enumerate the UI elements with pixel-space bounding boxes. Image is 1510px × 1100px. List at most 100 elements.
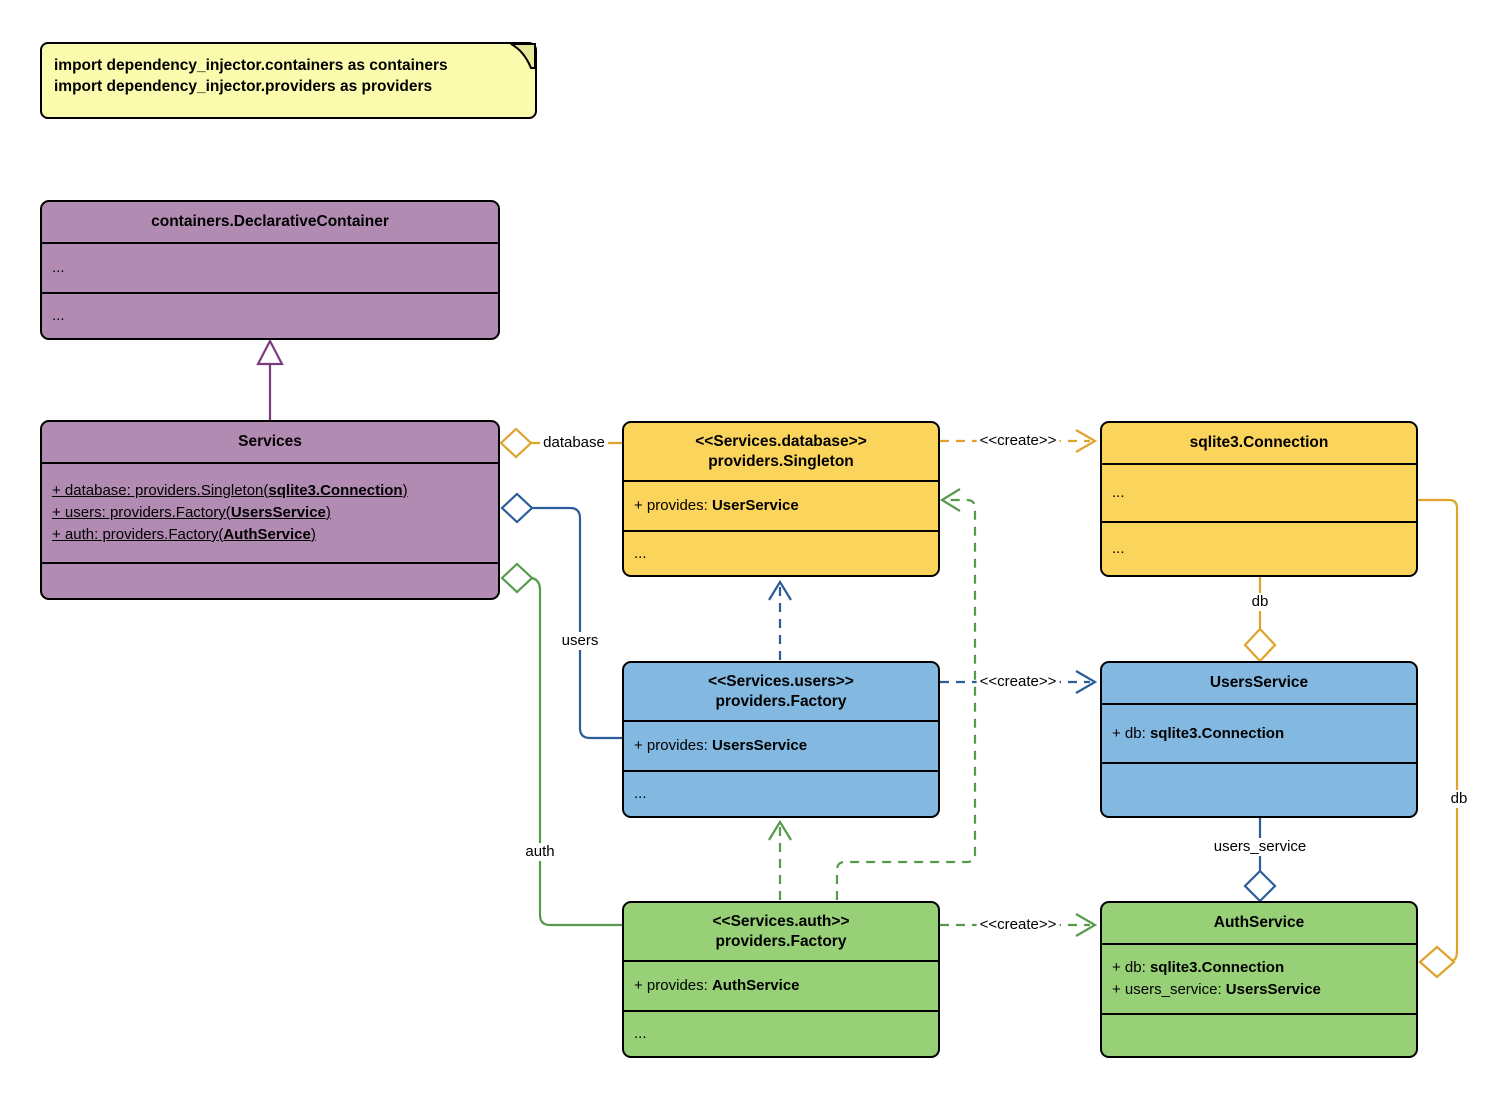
class-methods-section bbox=[1102, 762, 1416, 816]
class-header: <<Services.users>> providers.Factory bbox=[624, 663, 938, 720]
class-title: providers.Factory bbox=[715, 692, 847, 710]
class-title: sqlite3.Connection bbox=[1189, 434, 1329, 451]
attr-text: ) bbox=[310, 526, 316, 543]
edge-label-db: db bbox=[1248, 593, 1272, 611]
attr-type: UsersService bbox=[711, 737, 808, 754]
attr-type: AuthService bbox=[711, 977, 800, 994]
class-title: containers.DeclarativeContainer bbox=[151, 213, 389, 230]
class-attributes-section: + db: sqlite3.Connection bbox=[1102, 703, 1416, 762]
class-declarative-container: containers.DeclarativeContainer ... ... bbox=[40, 200, 500, 340]
edge-label-db-right: db bbox=[1447, 790, 1471, 808]
ellipsis-text: ... bbox=[52, 307, 65, 324]
attr-type: sqlite3.Connection bbox=[1149, 959, 1285, 976]
class-attributes-section: + database: providers.Singleton(sqlite3.… bbox=[42, 462, 498, 562]
aggregation-diamond-icon bbox=[499, 427, 533, 459]
class-header: AuthService bbox=[1102, 903, 1416, 943]
attribute-db: + db: sqlite3.Connection bbox=[1112, 723, 1406, 745]
attr-text: + db: bbox=[1112, 959, 1150, 976]
note-fold-icon bbox=[510, 43, 536, 69]
class-auth-service: AuthService + db: sqlite3.Connection + u… bbox=[1100, 901, 1418, 1058]
edge-label-database: database bbox=[540, 434, 608, 452]
aggregation-diamond-icon bbox=[1243, 869, 1277, 903]
edge-label-create-users: <<create>> bbox=[976, 673, 1060, 691]
class-singleton-provider: <<Services.database>> providers.Singleto… bbox=[622, 421, 940, 577]
class-title: providers.Factory bbox=[715, 932, 847, 950]
aggregation-diamond-icon bbox=[1418, 945, 1456, 979]
class-users-service: UsersService + db: sqlite3.Connection bbox=[1100, 661, 1418, 818]
open-arrow-icon bbox=[1075, 429, 1098, 453]
class-header: <<Services.auth>> providers.Factory bbox=[624, 903, 938, 960]
attr-text: + provides: bbox=[634, 497, 712, 514]
class-methods-section bbox=[42, 562, 498, 598]
class-attributes-section: + provides: UsersService bbox=[624, 720, 938, 770]
class-users-factory-provider: <<Services.users>> providers.Factory + p… bbox=[622, 661, 940, 818]
class-attributes-section: ... bbox=[42, 242, 498, 292]
attr-type: AuthService bbox=[223, 526, 311, 543]
ellipsis-text: ... bbox=[52, 259, 65, 276]
attr-text: + provides: bbox=[634, 977, 712, 994]
class-stereotype: <<Services.database>> bbox=[695, 432, 867, 450]
users-service-aggregation-edge bbox=[1243, 818, 1277, 903]
attribute-users: + users: providers.Factory(UsersService) bbox=[52, 502, 488, 524]
class-attributes-section: ... bbox=[1102, 463, 1416, 521]
attr-text: ) bbox=[325, 504, 331, 521]
edge-label-auth: auth bbox=[522, 843, 558, 861]
attr-type: UsersService bbox=[1225, 981, 1321, 998]
attribute-provides: + provides: AuthService bbox=[634, 975, 928, 997]
class-methods-section: ... bbox=[624, 530, 938, 575]
note-line: import dependency_injector.containers as… bbox=[54, 57, 448, 74]
class-title: AuthService bbox=[1213, 914, 1305, 931]
class-header: Services bbox=[42, 422, 498, 462]
attr-text: + users: providers.Factory( bbox=[52, 504, 231, 521]
edge-label-users: users bbox=[558, 632, 602, 650]
auth-aggregation-edge bbox=[500, 562, 622, 927]
edge-label-users-service: users_service bbox=[1210, 838, 1310, 856]
class-methods-section bbox=[1102, 1013, 1416, 1056]
imports-note: import dependency_injector.containers as… bbox=[40, 42, 537, 119]
open-arrow-icon bbox=[768, 819, 792, 841]
attribute-provides: + provides: UserService bbox=[634, 495, 928, 517]
attr-type: UsersService bbox=[230, 504, 326, 521]
class-sqlite3-connection: sqlite3.Connection ... ... bbox=[1100, 421, 1418, 577]
class-attributes-section: + provides: AuthService bbox=[624, 960, 938, 1010]
class-stereotype: <<Services.auth>> bbox=[712, 912, 850, 930]
users-aggregation-edge bbox=[500, 492, 622, 740]
class-methods-section: ... bbox=[42, 292, 498, 338]
class-attributes-section: + provides: UserService bbox=[624, 480, 938, 530]
attribute-auth: + auth: providers.Factory(AuthService) bbox=[52, 524, 488, 546]
class-services: Services + database: providers.Singleton… bbox=[40, 420, 500, 600]
attribute-db: + db: sqlite3.Connection bbox=[1112, 957, 1406, 979]
class-title: Services bbox=[238, 433, 302, 450]
ellipsis-text: ... bbox=[634, 544, 647, 562]
open-arrow-icon bbox=[1075, 913, 1098, 937]
class-attributes-section: + db: sqlite3.Connection + users_service… bbox=[1102, 943, 1416, 1013]
aggregation-diamond-icon bbox=[500, 492, 534, 524]
class-auth-factory-provider: <<Services.auth>> providers.Factory + pr… bbox=[622, 901, 940, 1058]
edge-label-create-auth: <<create>> bbox=[976, 916, 1060, 934]
class-stereotype: <<Services.users>> bbox=[708, 672, 854, 690]
edge-label-create-connection: <<create>> bbox=[976, 432, 1060, 450]
open-arrow-icon bbox=[1075, 670, 1098, 694]
inheritance-triangle-icon bbox=[256, 338, 284, 366]
class-methods-section: ... bbox=[1102, 521, 1416, 575]
ellipsis-text: ... bbox=[634, 785, 647, 802]
attr-text: + database: providers.Singleton( bbox=[52, 482, 269, 499]
attr-type: UserService bbox=[711, 497, 799, 514]
attr-text: + auth: providers.Factory( bbox=[52, 526, 224, 543]
ellipsis-text: ... bbox=[634, 1025, 647, 1042]
attribute-provides: + provides: UsersService bbox=[634, 735, 928, 757]
class-header: sqlite3.Connection bbox=[1102, 423, 1416, 463]
aggregation-diamond-icon bbox=[1243, 627, 1277, 663]
attribute-database: + database: providers.Singleton(sqlite3.… bbox=[52, 480, 488, 502]
note-line: import dependency_injector.providers as … bbox=[54, 78, 433, 95]
inheritance-edge bbox=[256, 338, 284, 420]
attr-type: sqlite3.Connection bbox=[268, 482, 403, 499]
attribute-users-service: + users_service: UsersService bbox=[1112, 979, 1406, 1001]
attr-text: + users_service: bbox=[1112, 981, 1226, 998]
attr-text: + db: bbox=[1112, 724, 1150, 742]
class-title: UsersService bbox=[1209, 674, 1309, 691]
class-methods-section: ... bbox=[624, 770, 938, 816]
aggregation-diamond-icon bbox=[500, 562, 534, 594]
open-arrow-icon bbox=[768, 579, 792, 601]
